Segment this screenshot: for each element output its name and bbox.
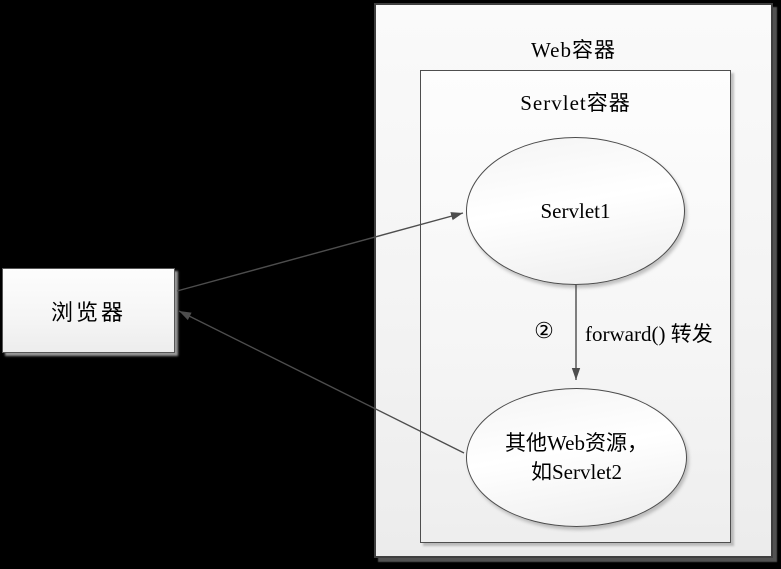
forward-step-number: ② xyxy=(534,318,554,343)
other-web-resource-label-line2: 如Servlet2 xyxy=(531,459,622,484)
forward-arrow-label: forward() 转发 xyxy=(585,322,713,346)
browser-node: 浏览器 xyxy=(2,268,175,353)
other-web-resource-node: 其他Web资源， 如Servlet2 xyxy=(466,388,687,527)
servlet1-node: Servlet1 xyxy=(466,137,685,285)
other-web-resource-label-line1: 其他Web资源， xyxy=(505,430,648,455)
web-container-title: Web容器 xyxy=(531,38,616,62)
browser-label: 浏览器 xyxy=(50,299,126,325)
servlet1-label: Servlet1 xyxy=(540,198,611,223)
servlet-container-title: Servlet容器 xyxy=(520,91,631,115)
